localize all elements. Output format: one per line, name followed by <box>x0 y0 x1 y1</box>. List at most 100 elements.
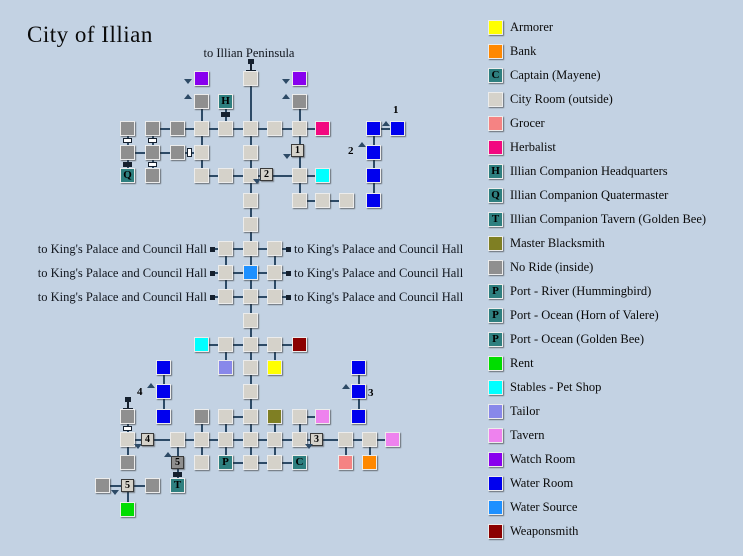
map-room-herbalist[interactable] <box>315 121 330 136</box>
down-exit-arrow-icon <box>184 79 192 84</box>
map-room-noride[interactable] <box>145 145 160 160</box>
map-room-city[interactable] <box>292 193 307 208</box>
map-room-city[interactable] <box>243 289 258 304</box>
map-room-city[interactable] <box>267 265 282 280</box>
legend-label: Port - Ocean (Golden Bee) <box>510 332 644 346</box>
map-room-teal[interactable]: C <box>292 455 307 470</box>
map-room-tavern[interactable] <box>385 432 400 447</box>
legend-swatch-blacksmith <box>488 236 503 251</box>
map-room-city[interactable] <box>267 337 282 352</box>
map-room-source[interactable] <box>243 265 258 280</box>
corridor-line <box>369 440 371 463</box>
map-room-noride[interactable] <box>194 94 209 109</box>
map-room-armorer[interactable] <box>267 360 282 375</box>
map-room-city[interactable] <box>243 193 258 208</box>
map-room-city[interactable] <box>218 241 233 256</box>
map-room-noride[interactable] <box>95 478 110 493</box>
map-room-water[interactable] <box>366 145 381 160</box>
map-room-city[interactable] <box>338 432 353 447</box>
map-room-city[interactable] <box>243 455 258 470</box>
map-room-blacksmith[interactable] <box>267 409 282 424</box>
map-room-noride[interactable] <box>120 145 135 160</box>
map-room-city[interactable] <box>194 145 209 160</box>
map-room-teal[interactable]: Q <box>120 168 135 183</box>
map-room-watch[interactable] <box>292 71 307 86</box>
map-room-water[interactable] <box>390 121 405 136</box>
map-room-city[interactable] <box>362 432 377 447</box>
map-room-city[interactable] <box>218 409 233 424</box>
map-room-noride[interactable] <box>170 145 185 160</box>
map-room-noride[interactable] <box>145 168 160 183</box>
map-room-city[interactable] <box>243 145 258 160</box>
map-room-noride[interactable] <box>292 94 307 109</box>
map-room-city[interactable] <box>243 337 258 352</box>
map-room-water[interactable] <box>156 409 171 424</box>
map-room-city[interactable] <box>243 71 258 86</box>
map-room-noride[interactable] <box>145 121 160 136</box>
map-room-city[interactable] <box>218 121 233 136</box>
link-marker-5: 5 <box>121 479 134 492</box>
map-room-city[interactable] <box>243 121 258 136</box>
map-room-city[interactable] <box>120 432 135 447</box>
map-room-water[interactable] <box>351 409 366 424</box>
map-room-noride[interactable] <box>120 121 135 136</box>
map-room-city[interactable] <box>194 455 209 470</box>
map-room-city[interactable] <box>292 168 307 183</box>
map-room-city[interactable] <box>267 289 282 304</box>
map-room-tavern[interactable] <box>315 409 330 424</box>
map-room-stables[interactable] <box>315 168 330 183</box>
corridor-line <box>299 417 301 440</box>
map-room-city[interactable] <box>267 455 282 470</box>
map-room-city[interactable] <box>267 432 282 447</box>
map-room-city[interactable] <box>218 289 233 304</box>
map-room-city[interactable] <box>243 313 258 328</box>
map-room-city[interactable] <box>218 168 233 183</box>
map-room-city[interactable] <box>267 241 282 256</box>
map-room-city[interactable] <box>292 409 307 424</box>
map-room-bank[interactable] <box>362 455 377 470</box>
map-room-city[interactable] <box>339 193 354 208</box>
map-room-city[interactable] <box>243 432 258 447</box>
map-room-city[interactable] <box>218 337 233 352</box>
map-room-city[interactable] <box>243 409 258 424</box>
legend-label: Water Room <box>510 476 574 490</box>
map-room-grocer[interactable] <box>338 455 353 470</box>
map-room-water[interactable] <box>366 193 381 208</box>
link-number-3: 3 <box>368 387 374 399</box>
map-room-teal[interactable]: H <box>218 94 233 109</box>
map-room-teal[interactable]: T <box>170 478 185 493</box>
map-room-water[interactable] <box>366 168 381 183</box>
map-room-city[interactable] <box>218 432 233 447</box>
map-room-city[interactable] <box>194 168 209 183</box>
map-room-stables[interactable] <box>194 337 209 352</box>
map-room-water[interactable] <box>366 121 381 136</box>
map-room-noride[interactable] <box>194 409 209 424</box>
map-room-city[interactable] <box>218 265 233 280</box>
map-room-rent[interactable] <box>120 502 135 517</box>
map-room-city[interactable] <box>243 217 258 232</box>
map-room-city[interactable] <box>243 360 258 375</box>
map-room-noride[interactable] <box>170 121 185 136</box>
map-room-water[interactable] <box>156 360 171 375</box>
map-room-city[interactable] <box>292 121 307 136</box>
map-room-city[interactable] <box>194 121 209 136</box>
map-room-city[interactable] <box>267 121 282 136</box>
map-room-tailor[interactable] <box>218 360 233 375</box>
map-room-city[interactable] <box>243 241 258 256</box>
map-room-noride[interactable] <box>120 455 135 470</box>
map-room-city[interactable] <box>170 432 185 447</box>
map-room-city[interactable] <box>194 432 209 447</box>
map-room-city[interactable] <box>315 193 330 208</box>
map-room-weaponsmith[interactable] <box>292 337 307 352</box>
map-room-city[interactable] <box>243 384 258 399</box>
map-room-noride[interactable] <box>145 478 160 493</box>
map-room-watch[interactable] <box>194 71 209 86</box>
legend-swatch-tailor <box>488 404 503 419</box>
map-room-water[interactable] <box>351 384 366 399</box>
map-room-water[interactable] <box>156 384 171 399</box>
map-room-city[interactable] <box>292 432 307 447</box>
map-room-teal[interactable]: P <box>218 455 233 470</box>
map-room-noride[interactable] <box>120 409 135 424</box>
map-room-water[interactable] <box>351 360 366 375</box>
